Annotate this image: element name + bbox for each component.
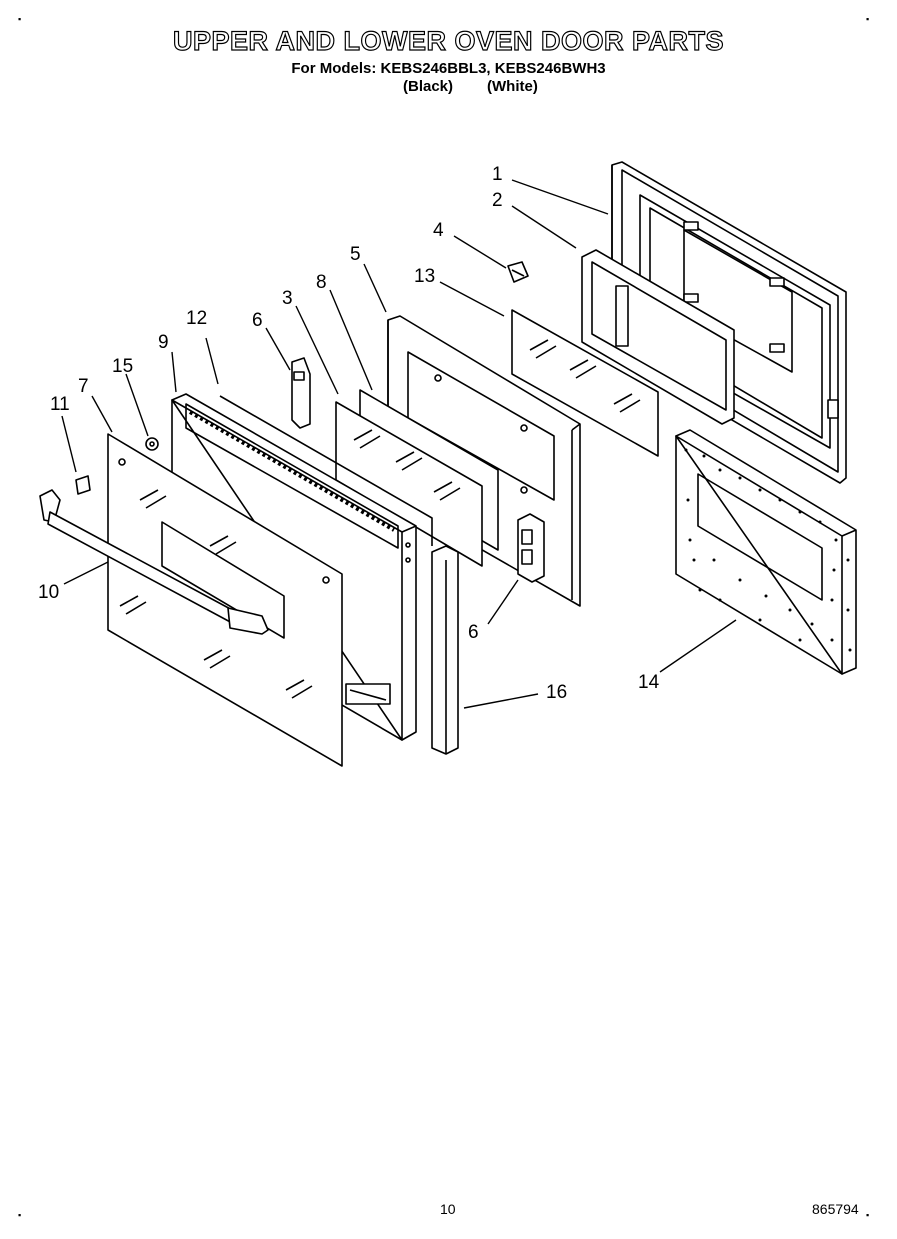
variant-white-label: (White) (487, 78, 538, 95)
variant-black-label: (Black) (403, 78, 454, 95)
part-washer (145, 437, 159, 451)
part-glass-panel (335, 401, 483, 567)
callout-16: 16 (546, 682, 567, 703)
corner-mark: ▪ (866, 14, 870, 24)
callout-labels: 1 2 4 13 5 8 3 6 12 9 15 7 11 10 6 16 14 (38, 164, 660, 703)
part-door-gasket (581, 249, 735, 425)
part-hinge-right (517, 513, 545, 583)
document-number: 865794 (812, 1201, 859, 1217)
part-door-handle (39, 489, 269, 635)
page-title: UPPER AND LOWER OVEN DOOR PARTS (172, 25, 725, 56)
models-line: For Models: KEBS246BBL3, KEBS246BWH3 (291, 60, 606, 77)
leader-lines (61, 179, 737, 709)
callout-12: 12 (186, 308, 207, 329)
callout-1: 1 (492, 164, 503, 185)
callout-10: 10 (38, 582, 59, 603)
callout-9: 9 (158, 332, 169, 353)
callout-5: 5 (350, 244, 361, 265)
callout-11: 11 (50, 394, 70, 415)
part-insulation-strip (219, 395, 433, 546)
callout-6-right: 6 (468, 622, 479, 643)
corner-mark: ▪ (18, 1210, 22, 1220)
callout-4: 4 (433, 220, 444, 241)
corner-mark: ▪ (866, 1210, 870, 1220)
part-handle-bracket (75, 475, 91, 495)
page-number: 10 (440, 1201, 456, 1217)
part-foam-insulation (675, 429, 857, 675)
callout-14: 14 (638, 672, 660, 693)
callout-7: 7 (78, 376, 89, 397)
part-hinge-left (291, 357, 311, 429)
part-inner-glass (511, 309, 659, 457)
callout-13: 13 (414, 266, 435, 287)
callout-6-left: 6 (252, 310, 263, 331)
part-side-trim (431, 545, 459, 755)
part-outer-door-glass (107, 433, 343, 767)
callout-3: 3 (282, 288, 293, 309)
part-clip (507, 261, 529, 283)
callout-15: 15 (112, 356, 133, 377)
callout-8: 8 (316, 272, 327, 293)
corner-mark: ▪ (18, 14, 22, 24)
callout-2: 2 (492, 190, 503, 211)
